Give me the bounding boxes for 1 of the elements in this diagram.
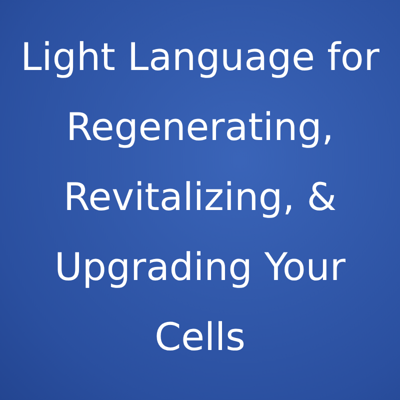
title: Light Language for Regenerating, Revitalizing, & Upgrading Your Cells [20, 34, 380, 361]
